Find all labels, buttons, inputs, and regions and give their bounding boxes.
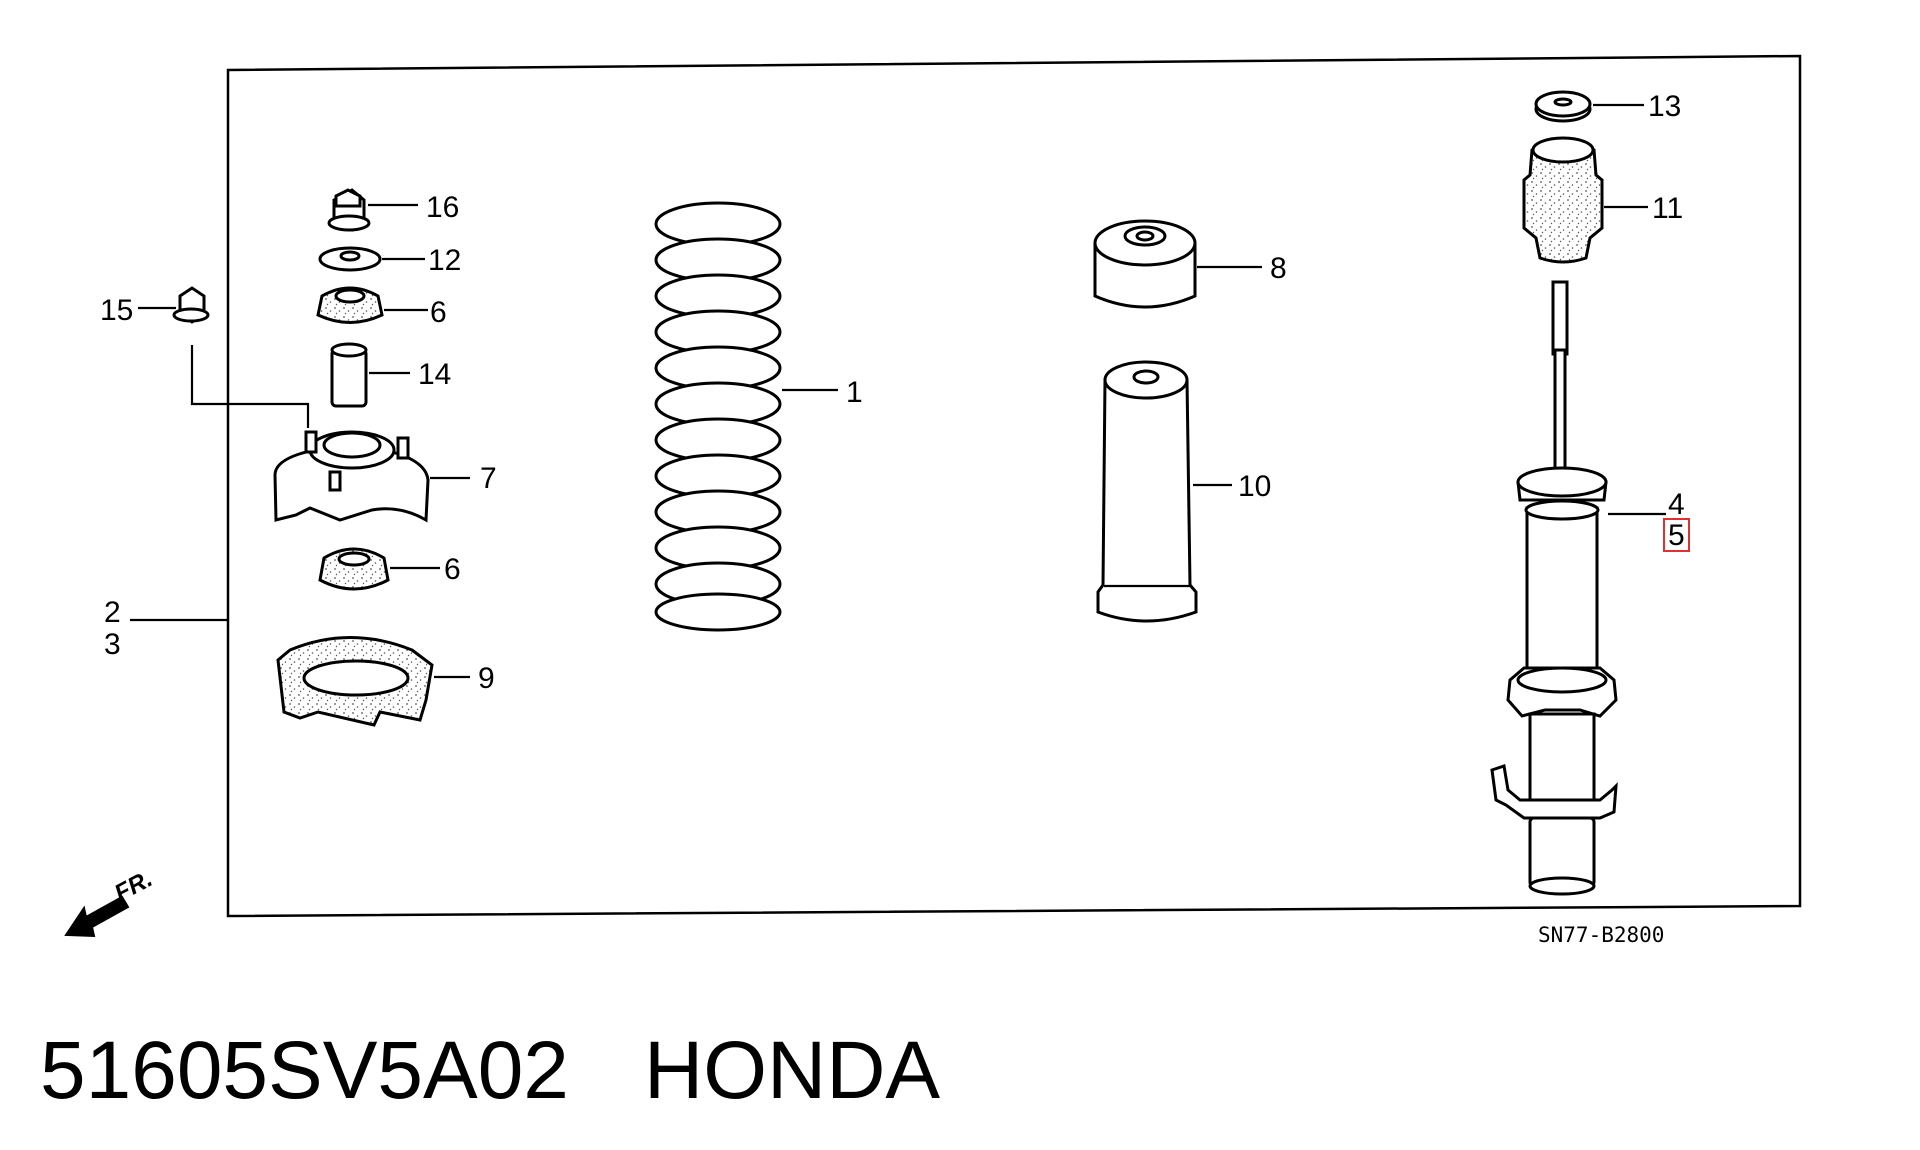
part-1-coil-spring[interactable]: [654, 201, 838, 632]
callout-2[interactable]: 2: [104, 596, 121, 629]
part-11-strut-bushing[interactable]: [1522, 136, 1648, 264]
part-6-upper-bushing[interactable]: [316, 286, 428, 324]
part-13-washer[interactable]: [1534, 90, 1644, 123]
diagram-frame: [226, 54, 1802, 918]
callout-6-upper[interactable]: 6: [430, 296, 447, 329]
part-15-flange-nut[interactable]: [138, 286, 310, 428]
callout-12[interactable]: 12: [428, 244, 461, 277]
part-number: 51605SV5A02: [40, 1025, 569, 1116]
callout-14[interactable]: 14: [418, 358, 451, 391]
front-arrow-icon: FR.: [64, 865, 157, 938]
callout-5[interactable]: 5: [1668, 519, 1685, 552]
part-16-flange-nut[interactable]: [327, 188, 418, 232]
diagram-code: SN77-B2800: [1538, 923, 1664, 947]
part-4-5-shock-absorber[interactable]: [1490, 280, 1666, 896]
part-9-spring-seat[interactable]: [276, 636, 470, 727]
callout-9[interactable]: 9: [478, 662, 495, 695]
callout-8[interactable]: 8: [1270, 252, 1287, 285]
callout-3[interactable]: 3: [104, 628, 121, 661]
callout-5-highlight-box: [1663, 518, 1690, 552]
part-12-washer[interactable]: [318, 246, 425, 272]
callout-4[interactable]: 4: [1668, 488, 1685, 521]
part-10-dust-cover[interactable]: [1096, 360, 1232, 623]
part-6-lower-bushing[interactable]: [318, 547, 440, 591]
callout-11[interactable]: 11: [1652, 192, 1683, 225]
callout-6-lower[interactable]: 6: [444, 553, 461, 586]
callout-13[interactable]: 13: [1648, 90, 1681, 123]
part-14-collar[interactable]: [330, 342, 410, 408]
callout-16[interactable]: 16: [426, 191, 459, 224]
brand-name: HONDA: [644, 1025, 940, 1116]
callout-1[interactable]: 1: [846, 376, 863, 409]
callout-15[interactable]: 15: [100, 294, 133, 327]
part-8-bump-rubber[interactable]: [1093, 219, 1262, 309]
callout-7[interactable]: 7: [480, 462, 497, 495]
callout-10[interactable]: 10: [1238, 470, 1271, 503]
part-7-strut-mount[interactable]: [273, 430, 470, 523]
